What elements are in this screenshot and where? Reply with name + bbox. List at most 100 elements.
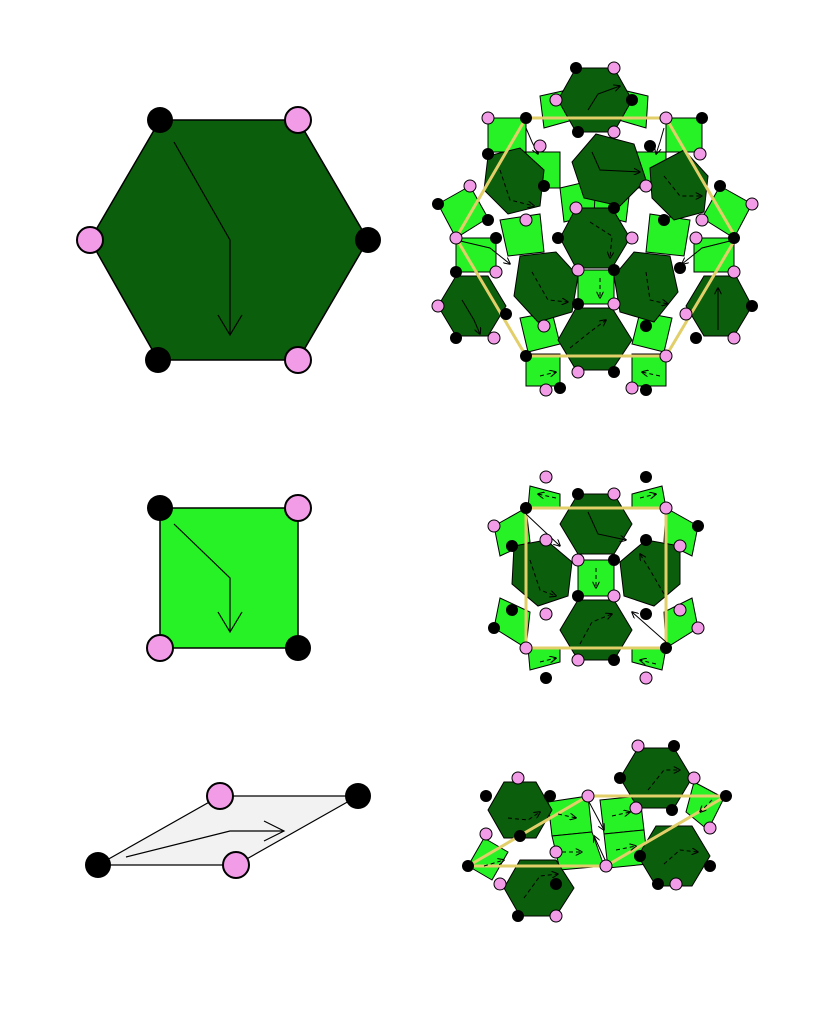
light-tile — [455, 237, 497, 273]
vertex-pink — [673, 539, 687, 553]
vertex-black — [640, 471, 652, 483]
light-tile — [467, 837, 509, 881]
tile-arrow-icon — [591, 151, 640, 172]
tile-arrow-icon — [499, 169, 534, 206]
vertex-black — [147, 107, 173, 133]
vertex-black — [506, 604, 518, 616]
tile-arrow-icon — [529, 559, 556, 596]
tile-arrow-icon — [525, 513, 560, 546]
vertex-black — [540, 672, 552, 684]
vertex-pink — [537, 319, 551, 333]
vertex-pink — [519, 641, 533, 655]
vertex-pink — [539, 383, 553, 397]
hexagon-arrowhead-icon — [217, 314, 243, 337]
vertex-black — [692, 520, 704, 532]
vertex-pink — [539, 607, 553, 621]
vertex-pink — [569, 201, 583, 215]
vertex-pink — [689, 231, 703, 245]
dark-hexagon — [557, 307, 633, 371]
tile-arrow-icon — [642, 372, 661, 376]
vertex-black — [660, 642, 672, 654]
rhombus-tiling — [462, 739, 732, 923]
tile-arrow-icon — [587, 86, 620, 111]
vertex-pink — [511, 771, 525, 785]
dark-hexagon — [559, 599, 633, 661]
vertex-pink — [659, 501, 673, 515]
vertex-black — [145, 347, 171, 373]
hexagon-tiling-arrows — [455, 86, 735, 376]
vertex-black — [355, 227, 381, 253]
vertex-pink — [727, 265, 741, 279]
vertex-black — [608, 202, 620, 214]
tile-arrow-icon — [700, 799, 713, 812]
vertex-pink — [146, 634, 174, 662]
tile-arrow-icon — [615, 846, 636, 850]
vertex-pink — [625, 231, 639, 245]
vertex-pink — [607, 589, 621, 603]
tile-arrow-icon — [656, 127, 665, 154]
tile-arrow-icon — [587, 511, 626, 540]
hexagon-prototile — [76, 106, 381, 374]
vertex-pink — [669, 877, 683, 891]
vertex-pink — [487, 331, 501, 345]
tile-arrow-icon — [483, 860, 504, 867]
square-outline — [524, 506, 668, 650]
vertex-pink — [533, 139, 547, 153]
vertex-pink — [745, 197, 759, 211]
vertex-pink — [659, 111, 673, 125]
vertex-black — [488, 622, 500, 634]
vertex-pink — [431, 299, 445, 313]
dark-hexagon — [487, 781, 553, 839]
vertex-black — [658, 214, 670, 226]
vertex-black — [482, 148, 494, 160]
vertex-black — [285, 635, 311, 661]
tile-arrow-icon — [587, 799, 604, 830]
vertex-black — [652, 878, 664, 890]
vertex-pink — [489, 265, 503, 279]
vertex-black — [572, 590, 584, 602]
vertex-black — [544, 790, 556, 802]
vertex-black — [506, 540, 518, 552]
light-tile — [631, 647, 667, 671]
rhombus-tiling-vertices — [462, 739, 732, 923]
tile-arrow-icon — [639, 494, 656, 498]
vertex-pink — [571, 553, 585, 567]
light-tile — [631, 353, 667, 387]
rhombus-prototile — [85, 782, 371, 879]
tile-arrow-icon — [589, 221, 612, 258]
vertex-pink — [673, 603, 687, 617]
square-tiling-arrows — [525, 494, 667, 664]
vertex-black — [85, 852, 111, 878]
tile-arrow-icon — [632, 612, 667, 643]
vertex-black — [572, 488, 584, 500]
rhombus-tiling-arrows — [483, 770, 713, 899]
square-arrow-icon — [173, 523, 231, 632]
tile-arrow-icon — [507, 812, 540, 821]
vertex-pink — [727, 331, 741, 345]
vertex-black — [572, 126, 584, 138]
vertex-pink — [284, 346, 312, 374]
tile-arrow-icon — [579, 614, 612, 645]
vertex-black — [640, 384, 652, 396]
vertex-black — [728, 232, 740, 244]
dark-hexagon — [559, 493, 633, 555]
square-arrowhead-icon — [217, 611, 243, 634]
tile-arrow-icon — [647, 770, 680, 791]
vertex-black — [520, 350, 532, 362]
vertex-pink — [549, 909, 563, 923]
vertex-black — [714, 180, 726, 192]
square-prototile — [146, 494, 312, 662]
vertex-pink — [629, 801, 643, 815]
hexagon-tiling-vertices — [431, 61, 759, 397]
tile-arrow-icon — [594, 836, 607, 863]
vertex-black — [482, 214, 494, 226]
dark-hexagon — [511, 539, 573, 607]
vertex-pink — [571, 365, 585, 379]
vertex-black — [674, 262, 686, 274]
tile-arrow-icon — [640, 554, 665, 595]
tile-arrow-icon — [539, 658, 556, 662]
vertex-pink — [631, 739, 645, 753]
vertex-black — [538, 180, 550, 192]
vertex-pink — [463, 179, 477, 193]
dark-hexagon — [613, 251, 679, 323]
